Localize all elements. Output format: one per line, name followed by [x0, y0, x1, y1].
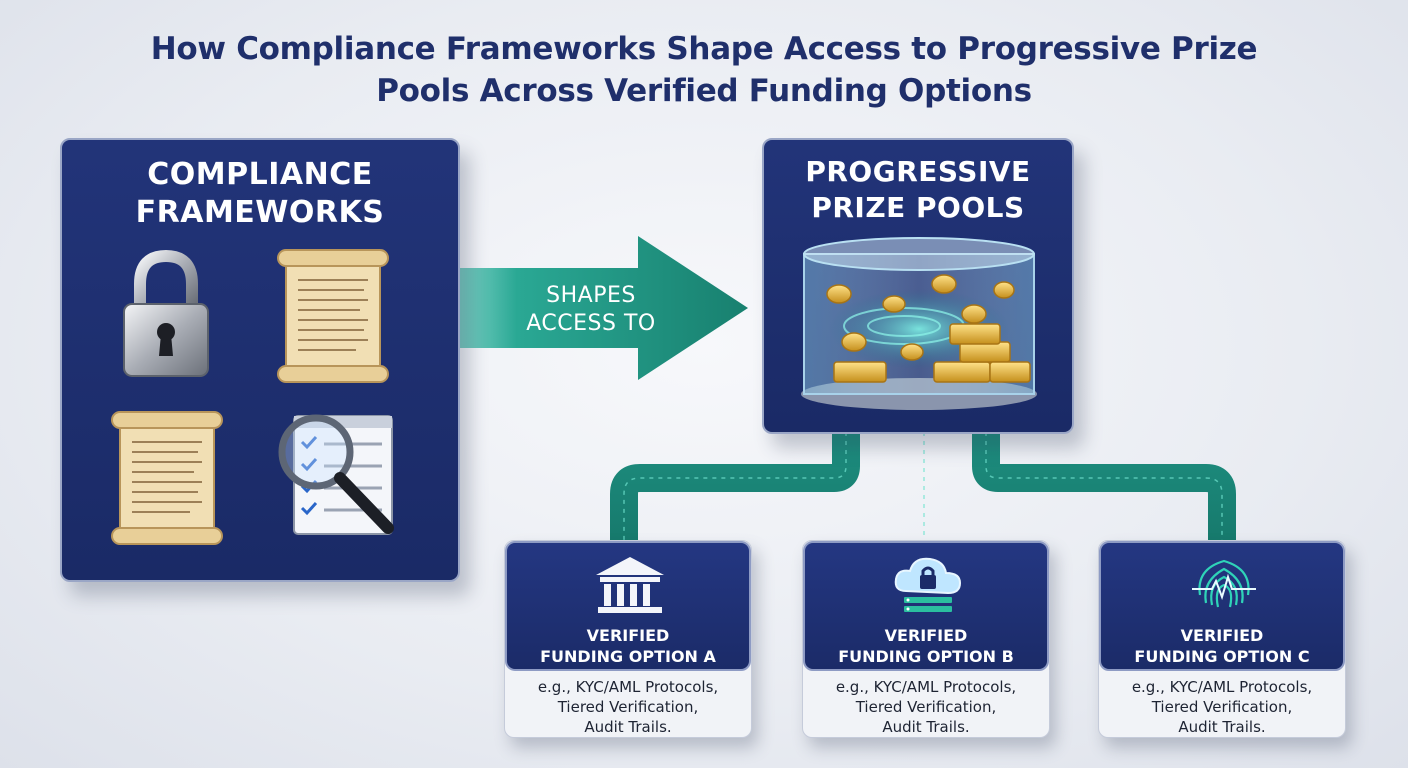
- heading-line-2: PRIZE POOLS: [811, 191, 1025, 224]
- card-desc-line-2: Tiered Verification,: [557, 698, 699, 716]
- prize-pools-heading: PROGRESSIVE PRIZE POOLS: [764, 154, 1072, 226]
- card-title: VERIFIED FUNDING OPTION A: [507, 625, 749, 667]
- heading-line-1: PROGRESSIVE: [805, 155, 1031, 188]
- card-title-line-1: VERIFIED: [586, 626, 670, 645]
- cloud-lock-icon: [894, 557, 962, 612]
- card-desc-line-2: Tiered Verification,: [1151, 698, 1293, 716]
- card-header: VERIFIED FUNDING OPTION B: [803, 541, 1049, 671]
- card-description: e.g., KYC/AML Protocols, Tiered Verifica…: [803, 677, 1049, 737]
- prize-pool-vault-icon: [801, 237, 1037, 410]
- funding-option-card-b: VERIFIED FUNDING OPTION B e.g., KYC/AML …: [802, 540, 1050, 738]
- card-header: VERIFIED FUNDING OPTION C: [1099, 541, 1345, 671]
- scroll-icon: [277, 249, 389, 383]
- funding-option-card-c: VERIFIED FUNDING OPTION C e.g., KYC/AML …: [1098, 540, 1346, 738]
- fingerprint-icon: [1192, 559, 1256, 608]
- card-desc-line-1: e.g., KYC/AML Protocols,: [1131, 678, 1313, 696]
- card-desc-line-3: Audit Trails.: [584, 718, 672, 736]
- card-title-line-2: FUNDING OPTION A: [540, 647, 716, 666]
- card-title: VERIFIED FUNDING OPTION B: [805, 625, 1047, 667]
- arrow-label: SHAPES ACCESS TO: [516, 282, 666, 338]
- heading-line-2: FRAMEWORKS: [135, 195, 385, 230]
- compliance-frameworks-heading: COMPLIANCE FRAMEWORKS: [62, 156, 458, 232]
- compliance-frameworks-panel: COMPLIANCE FRAMEWORKS: [60, 138, 460, 582]
- progressive-prize-pools-panel: PROGRESSIVE PRIZE POOLS: [762, 138, 1074, 434]
- diagram-title: How Compliance Frameworks Shape Access t…: [104, 28, 1304, 112]
- card-description: e.g., KYC/AML Protocols, Tiered Verifica…: [1099, 677, 1345, 737]
- arrow-label-line-1: SHAPES: [546, 283, 636, 308]
- card-title-line-1: VERIFIED: [1180, 626, 1264, 645]
- card-title-line-2: FUNDING OPTION B: [838, 647, 1014, 666]
- heading-line-1: COMPLIANCE: [147, 157, 373, 192]
- card-desc-line-3: Audit Trails.: [1178, 718, 1266, 736]
- card-title-line-2: FUNDING OPTION C: [1134, 647, 1310, 666]
- magnifier-checklist-icon: [278, 414, 394, 535]
- scroll-icon: [111, 411, 223, 545]
- padlock-icon: [123, 249, 209, 377]
- card-desc-line-2: Tiered Verification,: [855, 698, 997, 716]
- shapes-access-arrow: [392, 236, 748, 380]
- bank-icon: [596, 557, 664, 613]
- card-desc-line-1: e.g., KYC/AML Protocols,: [835, 678, 1017, 696]
- card-header: VERIFIED FUNDING OPTION A: [505, 541, 751, 671]
- card-desc-line-3: Audit Trails.: [882, 718, 970, 736]
- title-line-1: How Compliance Frameworks Shape Access t…: [150, 31, 1258, 67]
- card-description: e.g., KYC/AML Protocols, Tiered Verifica…: [505, 677, 751, 737]
- card-title-line-1: VERIFIED: [884, 626, 968, 645]
- funding-option-card-a: VERIFIED FUNDING OPTION A e.g., KYC/AML …: [504, 540, 752, 738]
- card-desc-line-1: e.g., KYC/AML Protocols,: [537, 678, 719, 696]
- card-title: VERIFIED FUNDING OPTION C: [1101, 625, 1343, 667]
- arrow-label-line-2: ACCESS TO: [526, 311, 656, 336]
- title-line-2: Pools Across Verified Funding Options: [376, 73, 1032, 109]
